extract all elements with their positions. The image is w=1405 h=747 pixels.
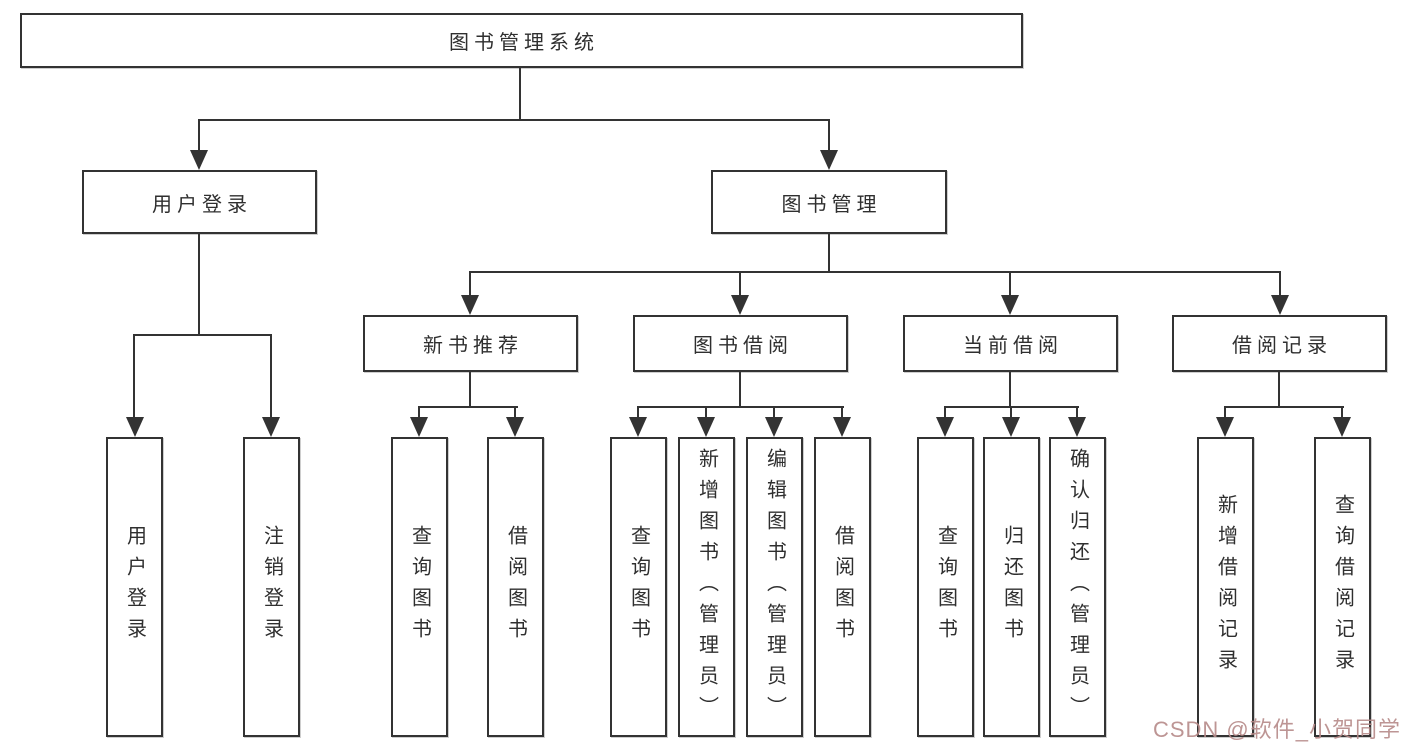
node-current-borrow-label: 当前借阅 [963, 335, 1063, 357]
connector-drop [514, 406, 516, 419]
connector-drop [637, 406, 639, 419]
connector-drop [1224, 406, 1226, 419]
node-book-borrow: 图书借阅 [633, 315, 848, 372]
arrow-down-icon [262, 417, 280, 437]
connector-drop [1279, 271, 1281, 297]
connector-drop [469, 271, 471, 297]
connector-drop [705, 406, 707, 419]
arrow-down-icon [820, 150, 838, 170]
node-root-label: 图书管理系统 [449, 32, 599, 54]
connector-login-stem [198, 234, 200, 335]
arrow-down-icon [1001, 295, 1019, 315]
leaf-current-confirm-admin: 确认归还（管理员） [1049, 437, 1106, 737]
connector-drop [270, 334, 272, 420]
node-book-borrow-label: 图书借阅 [693, 335, 793, 357]
leaf-user-login: 用户登录 [106, 437, 163, 737]
connector-drop [828, 119, 830, 152]
connector-login-rail [133, 334, 272, 336]
arrow-down-icon [410, 417, 428, 437]
arrow-down-icon [731, 295, 749, 315]
connector-records-stem [1278, 372, 1280, 407]
arrow-down-icon [697, 417, 715, 437]
connector-drop [198, 119, 200, 152]
node-new-book-rec: 新书推荐 [363, 315, 578, 372]
leaf-borrow-query: 查询图书 [610, 437, 667, 737]
arrow-down-icon [936, 417, 954, 437]
connector-drop [1076, 406, 1078, 419]
arrow-down-icon [1333, 417, 1351, 437]
leaf-newbook-borrow: 借阅图书 [487, 437, 544, 737]
arrow-down-icon [1002, 417, 1020, 437]
node-borrow-records-label: 借阅记录 [1232, 335, 1332, 357]
node-root: 图书管理系统 [20, 13, 1023, 68]
arrow-down-icon [126, 417, 144, 437]
arrow-down-icon [461, 295, 479, 315]
leaf-borrow-edit-admin: 编辑图书（管理员） [746, 437, 803, 737]
arrow-down-icon [1068, 417, 1086, 437]
connector-drop [1010, 406, 1012, 419]
leaf-logout: 注销登录 [243, 437, 300, 737]
leaf-current-query: 查询图书 [917, 437, 974, 737]
arrow-down-icon [1271, 295, 1289, 315]
arrow-down-icon [190, 150, 208, 170]
connector-borrow-stem [739, 372, 741, 407]
connector-records-rail [1224, 406, 1344, 408]
connector-drop [944, 406, 946, 419]
connector-drop [418, 406, 420, 419]
leaf-records-query: 查询借阅记录 [1314, 437, 1371, 737]
connector-newbook-rail [418, 406, 518, 408]
arrow-down-icon [833, 417, 851, 437]
node-book-mgmt: 图书管理 [711, 170, 947, 234]
connector-root-stem [519, 68, 521, 120]
connector-level2-rail [198, 119, 830, 121]
node-user-login-label: 用户登录 [152, 193, 252, 216]
leaf-records-add: 新增借阅记录 [1197, 437, 1254, 737]
leaf-newbook-query: 查询图书 [391, 437, 448, 737]
arrow-down-icon [506, 417, 524, 437]
node-new-book-rec-label: 新书推荐 [423, 335, 523, 357]
arrow-down-icon [1216, 417, 1234, 437]
leaf-borrow-borrow: 借阅图书 [814, 437, 871, 737]
connector-drop [773, 406, 775, 419]
connector-current-stem [1009, 372, 1011, 407]
arrow-down-icon [765, 417, 783, 437]
arrow-down-icon [629, 417, 647, 437]
connector-drop [1341, 406, 1343, 419]
connector-drop [133, 334, 135, 420]
connector-newbook-stem [469, 372, 471, 407]
node-borrow-records: 借阅记录 [1172, 315, 1387, 372]
connector-drop [1009, 271, 1011, 297]
csdn-watermark: CSDN @软件_小贺同学 [1152, 717, 1401, 742]
connector-mgmt-stem [828, 234, 830, 273]
connector-level3-rail [469, 271, 1281, 273]
node-user-login: 用户登录 [82, 170, 317, 234]
node-current-borrow: 当前借阅 [903, 315, 1118, 372]
connector-borrow-rail [637, 406, 844, 408]
leaf-current-return: 归还图书 [983, 437, 1040, 737]
connector-drop [739, 271, 741, 297]
connector-drop [841, 406, 843, 419]
node-book-mgmt-label: 图书管理 [781, 193, 882, 216]
leaf-borrow-add-admin: 新增图书（管理员） [678, 437, 735, 737]
